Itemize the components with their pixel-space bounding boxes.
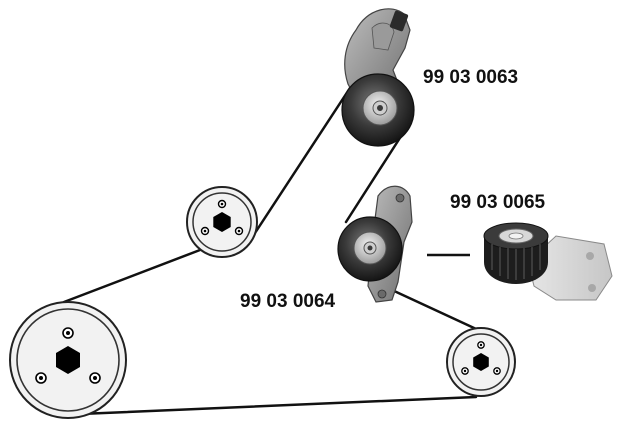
part-0065-mounting-plate: [527, 235, 613, 301]
belt-segment-crank-to-right-pulley: [78, 395, 478, 416]
part-0065-roller-assembly: [483, 222, 613, 301]
tensioner-0063: [341, 8, 415, 147]
part-number-label-0064: 99 03 0064: [240, 291, 336, 312]
crankshaft-pulley: [9, 301, 127, 419]
hex-hub-icon: [56, 346, 80, 374]
part-number-label-0065: 99 03 0065: [450, 192, 546, 213]
tensioner-0064: [337, 185, 413, 303]
belt-segment-small-to-upper-tensioner: [253, 86, 352, 235]
belt-segment-crank-to-small-pulley: [62, 248, 202, 304]
hex-hub-icon: [213, 212, 231, 232]
idler-pulley-small: [186, 186, 258, 258]
belt-segment-lower-tensioner-to-right-pulley: [390, 288, 489, 336]
hex-hub-icon: [473, 353, 489, 371]
idler-pulley-right: [446, 327, 516, 397]
drive-belt: [62, 86, 489, 416]
tensioner-0063-tab: [389, 10, 409, 32]
belt-segment-upper-to-lower-tensioner: [344, 128, 407, 224]
part-number-label-0063: 99 03 0063: [423, 67, 519, 88]
